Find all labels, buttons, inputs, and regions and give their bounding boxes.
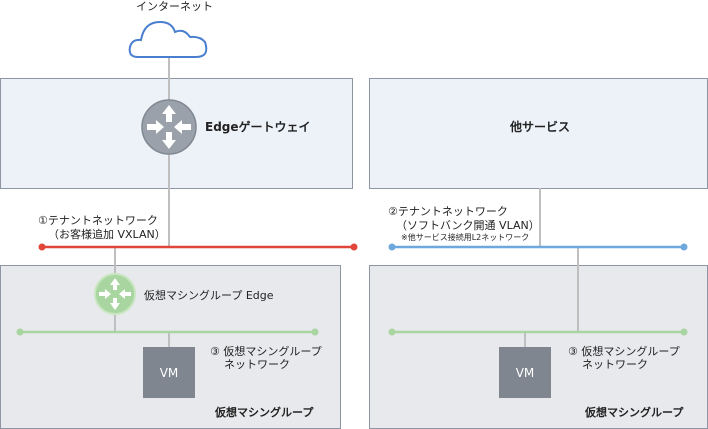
network1-label: ①テナントネットワーク bbox=[38, 214, 158, 227]
network2-line bbox=[388, 243, 688, 251]
right-group-label: 仮想マシングループ bbox=[585, 406, 684, 419]
vm-group-edge-label: 仮想マシングループ Edge bbox=[144, 289, 274, 302]
edge-router-icon bbox=[141, 99, 197, 155]
right-vm-network-sublabel: ネットワーク bbox=[582, 358, 648, 371]
left-vm-network-line bbox=[16, 328, 319, 336]
right-vm-network-line bbox=[388, 328, 688, 336]
network2-note: ※他サービス接続用L2ネットワーク bbox=[401, 233, 530, 242]
other-services-label: 他サービス bbox=[510, 120, 571, 134]
network1-sublabel: （お客様追加 VXLAN） bbox=[48, 228, 166, 241]
left-vm: VM bbox=[143, 347, 195, 398]
network2-sublabel: （ソフトバンク開通 VLAN） bbox=[396, 219, 540, 232]
internet-label: インターネット bbox=[136, 0, 213, 13]
left-vm-network-label: ③ 仮想マシングループ bbox=[210, 345, 322, 358]
other-services-zone bbox=[369, 78, 708, 189]
left-group-label: 仮想マシングループ bbox=[215, 406, 314, 419]
cloud-icon bbox=[128, 20, 208, 58]
edge-gateway-label: Edgeゲートウェイ bbox=[205, 120, 311, 134]
left-vm-network-sublabel: ネットワーク bbox=[224, 358, 290, 371]
right-vm-network-label: ③ 仮想マシングループ bbox=[568, 345, 680, 358]
network2-label: ②テナントネットワーク bbox=[388, 205, 508, 218]
right-vm: VM bbox=[499, 347, 551, 398]
network1-line bbox=[38, 243, 358, 251]
vm-group-edge-router-icon bbox=[94, 273, 136, 315]
